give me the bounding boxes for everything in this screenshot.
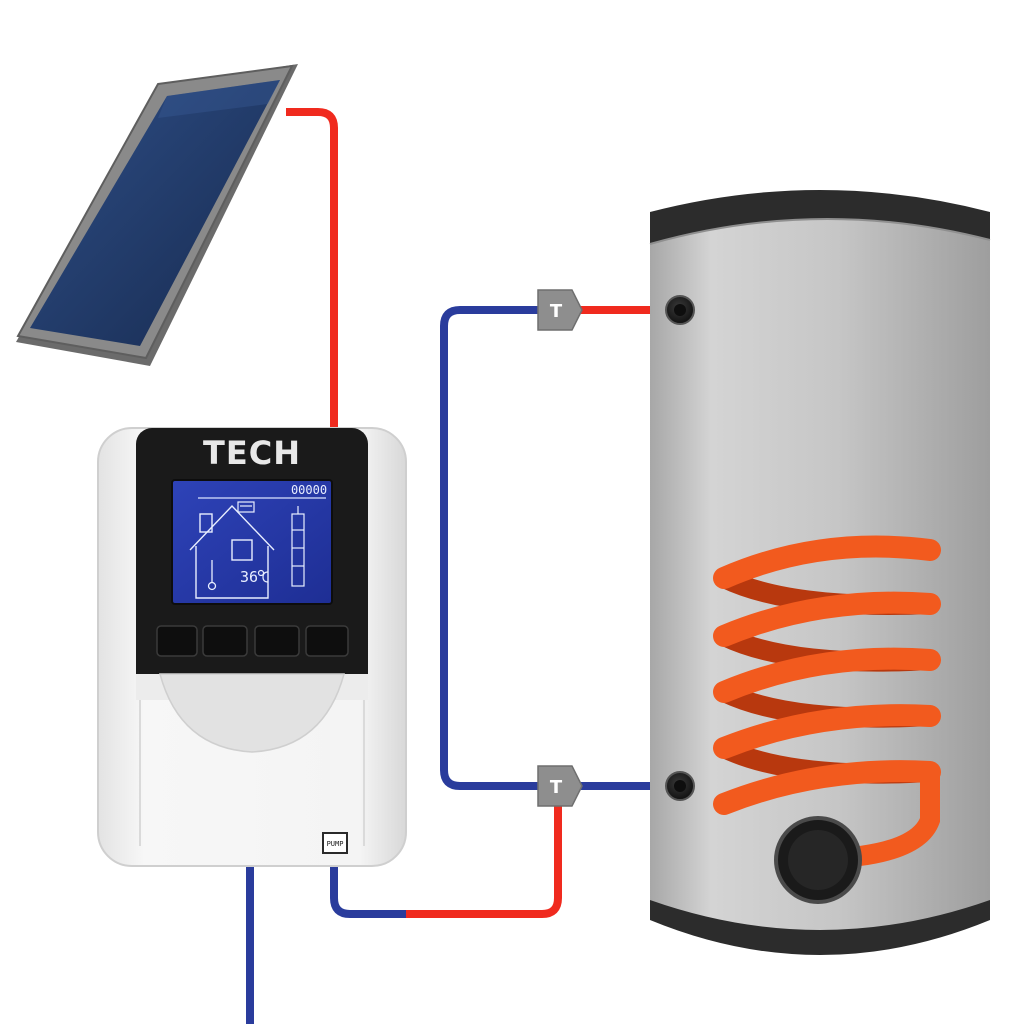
upper-temperature-sensor-fitting: T [537,289,583,331]
controller-outlet-blue-pipe [330,866,406,918]
controller-button-3[interactable] [254,625,300,657]
lcd-temperature: 36 [240,568,258,586]
fitting-loop-blue-pipe [440,306,540,790]
solar-panel [16,64,298,366]
degree-symbol-icon [257,569,269,583]
controller-outlet-red-pipe [406,800,562,918]
lower-temperature-sensor-fitting: T [537,765,583,807]
controller-lower-cover [159,673,345,753]
controller-buttons [156,625,349,657]
piping [246,108,676,1024]
tank-level-icon [291,506,305,587]
heat-exchanger-coil [713,535,941,866]
thermometer-icon [207,560,217,591]
hot-water-tank [649,190,991,955]
controller-button-1[interactable] [156,625,198,657]
upper-fitting-label: T [550,301,563,322]
controller-label-tag-text: PUMP [327,840,344,848]
solar-controller: TECH 00000 [97,427,407,867]
solar-hot-pipe [286,108,338,428]
controller-button-2[interactable] [202,625,248,657]
lower-fitting-label: T [550,777,563,798]
controller-button-4[interactable] [305,625,349,657]
lcd-display: 00000 [171,479,333,605]
collector-mini-icon [237,501,255,513]
controller-brand-logo: TECH [203,434,301,472]
lcd-top-readout: 00000 [291,483,327,497]
controller-label-tag: PUMP [322,832,348,854]
